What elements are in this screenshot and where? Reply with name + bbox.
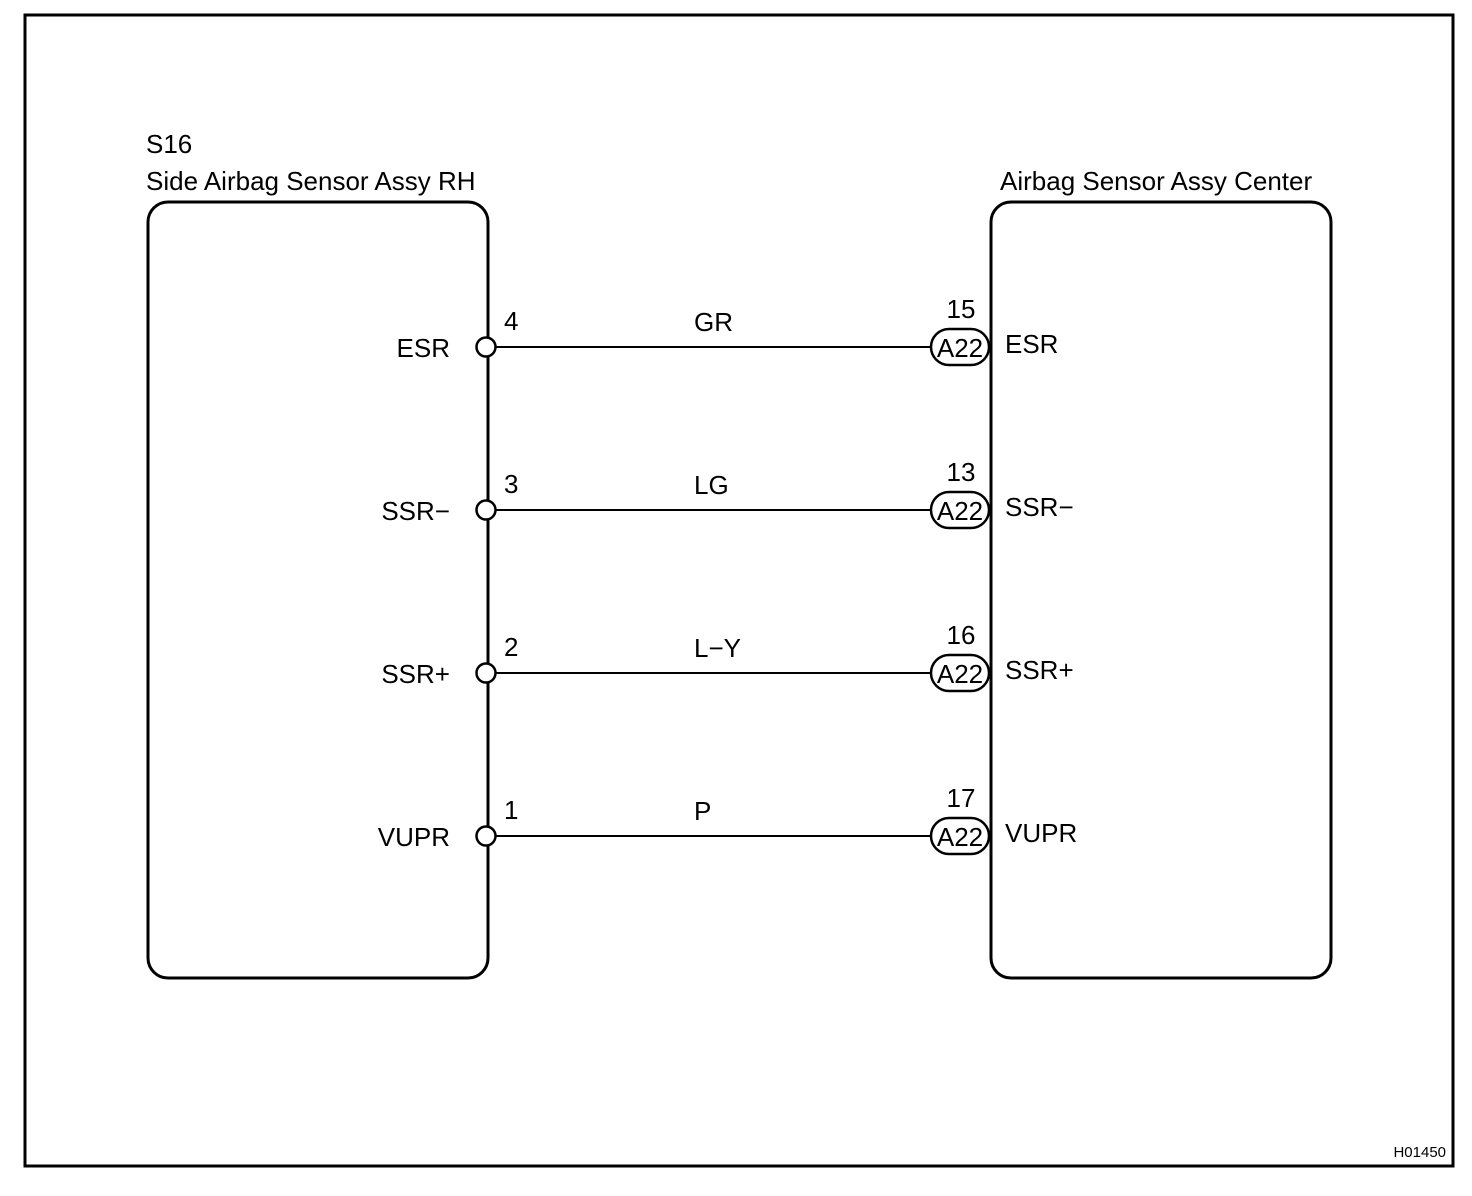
right-signal-label: SSR− — [1005, 492, 1074, 522]
connector-capsule — [929, 327, 991, 367]
right-signal-label: ESR — [1005, 329, 1058, 359]
right-pin-number: 17 — [947, 783, 976, 813]
left-pin-number: 4 — [504, 306, 518, 336]
right-component-box — [989, 200, 1333, 980]
left-terminal — [475, 825, 497, 847]
wire-color-label: LG — [694, 470, 729, 500]
right-signal-label: VUPR — [1005, 818, 1077, 848]
left-connector-code: S16 — [146, 129, 192, 159]
right-pin-number: 13 — [947, 457, 976, 487]
diagram-frame — [23, 13, 1455, 1168]
left-terminal — [475, 662, 497, 684]
connector-code: A22 — [937, 659, 983, 689]
left-pin-number: 1 — [504, 795, 518, 825]
left-signal-label: ESR — [397, 333, 450, 363]
wire-color-label: L−Y — [694, 633, 741, 663]
connector-code: A22 — [937, 333, 983, 363]
right-component-name: Airbag Sensor Assy Center — [1000, 166, 1312, 196]
left-component-name: Side Airbag Sensor Assy RH — [146, 166, 476, 196]
left-pin-number: 3 — [504, 469, 518, 499]
left-signal-label: VUPR — [378, 822, 450, 852]
left-signal-label: SSR− — [381, 496, 450, 526]
wire-color-label: GR — [694, 307, 733, 337]
wire-color-label: P — [694, 796, 711, 826]
right-pin-number: 15 — [947, 294, 976, 324]
left-component-box — [146, 200, 490, 980]
connector-capsule — [929, 653, 991, 693]
left-terminal — [475, 336, 497, 358]
connector-code: A22 — [937, 822, 983, 852]
connector-capsule — [929, 816, 991, 856]
right-pin-number: 16 — [947, 620, 976, 650]
left-pin-number: 2 — [504, 632, 518, 662]
left-signal-label: SSR+ — [381, 659, 450, 689]
left-terminal — [475, 499, 497, 521]
right-signal-label: SSR+ — [1005, 655, 1074, 685]
connector-code: A22 — [937, 496, 983, 526]
connector-capsule — [929, 490, 991, 530]
figure-id: H01450 — [1393, 1144, 1446, 1161]
